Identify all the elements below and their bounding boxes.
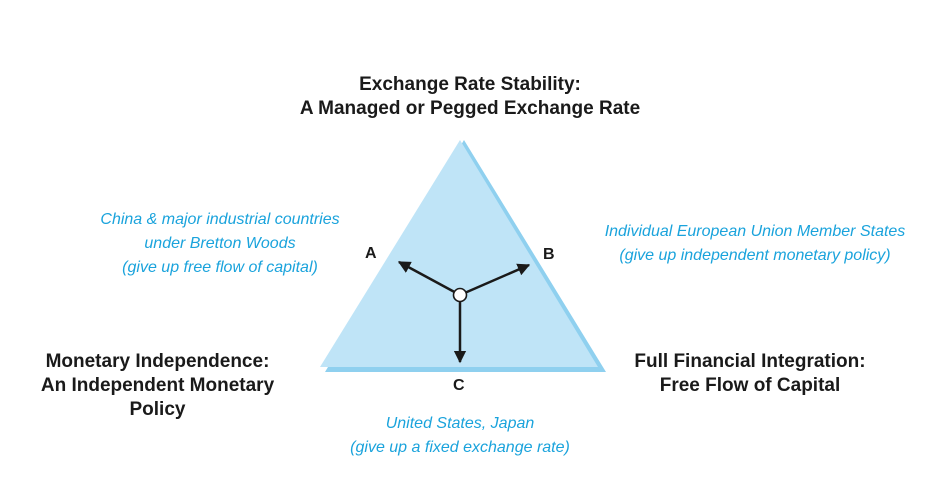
example-line: (give up a fixed exchange rate) xyxy=(350,439,570,456)
side-c-example: United States, Japan (give up a fixed ex… xyxy=(310,412,610,460)
vertex-subtitle-line: Policy xyxy=(129,399,186,420)
arrow-b xyxy=(459,263,531,297)
vertex-subtitle-line: Free Flow of Capital xyxy=(659,375,841,396)
side-label-a: A xyxy=(365,245,377,262)
arrow-a xyxy=(397,260,461,297)
side-label-c: C xyxy=(453,377,465,394)
example-line: (give up independent monetary policy) xyxy=(619,247,891,264)
example-line: United States, Japan xyxy=(385,415,535,432)
vertex-title-line: Monetary Independence: xyxy=(45,351,270,372)
vertex-title-line: Full Financial Integration: xyxy=(634,351,866,372)
example-line: (give up free flow of capital) xyxy=(122,259,318,276)
vertex-exchange-rate-stability: Exchange Rate Stability: A Managed or Pe… xyxy=(180,73,760,121)
side-a-example: China & major industrial countries under… xyxy=(50,208,390,280)
side-b-example: Individual European Union Member States … xyxy=(565,220,941,268)
vertex-subtitle-line: A Managed or Pegged Exchange Rate xyxy=(299,98,641,119)
example-line: Individual European Union Member States xyxy=(604,223,906,240)
vertex-subtitle-line: An Independent Monetary xyxy=(40,375,275,396)
triangle xyxy=(320,140,598,367)
center-node xyxy=(452,287,468,303)
vertex-title-line: Exchange Rate Stability: xyxy=(359,74,581,95)
example-line: China & major industrial countries xyxy=(100,211,340,228)
side-label-b: B xyxy=(543,246,555,263)
vertex-monetary-independence: Monetary Independence: An Independent Mo… xyxy=(0,350,315,422)
vertex-financial-integration: Full Financial Integration: Free Flow of… xyxy=(600,350,900,398)
example-line: under Bretton Woods xyxy=(144,235,296,252)
